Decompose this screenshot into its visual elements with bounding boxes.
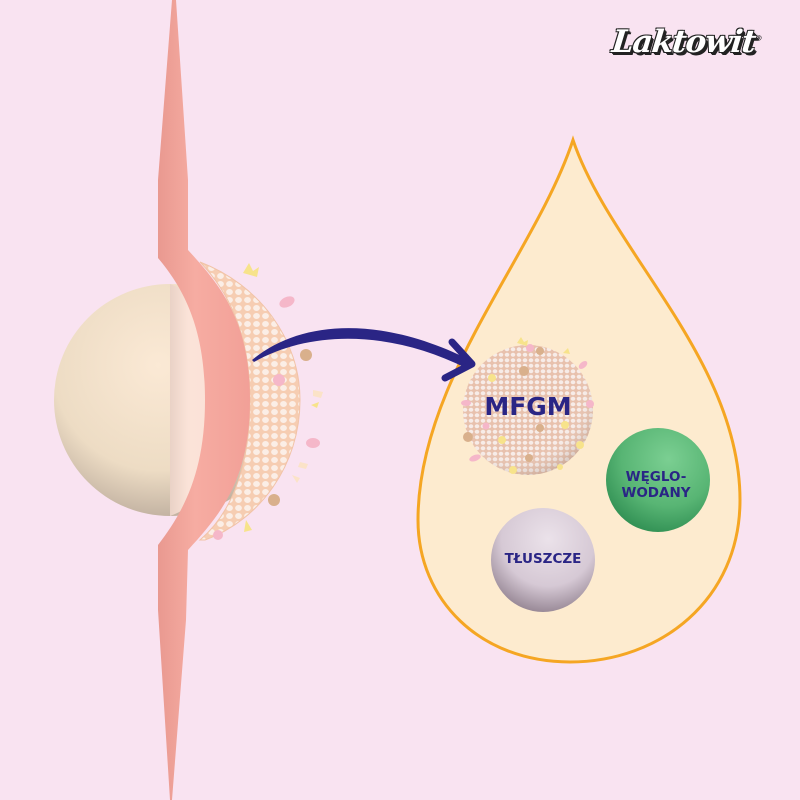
mfgm-proteins — [461, 337, 594, 474]
carbohydrates-label-line1: WĘGLO- — [625, 469, 687, 485]
carbohydrates-label-line2: WODANY — [621, 484, 691, 501]
mfgm-sphere — [461, 337, 594, 475]
membrane-proteins — [213, 263, 323, 540]
brand-logo: Laktowit® — [610, 24, 763, 60]
logo-text: Laktowit — [610, 24, 758, 60]
trademark-symbol: ® — [755, 33, 763, 43]
fats-sphere — [491, 508, 595, 612]
fats-label: TŁUSZCZE — [504, 551, 582, 567]
cell-membrane — [158, 0, 250, 800]
arrow-icon — [252, 328, 476, 382]
carbohydrates-sphere — [606, 428, 710, 532]
mfgm-label: MFGM — [484, 392, 572, 421]
carbohydrates-label: WĘGLO- WODANY — [606, 469, 706, 501]
